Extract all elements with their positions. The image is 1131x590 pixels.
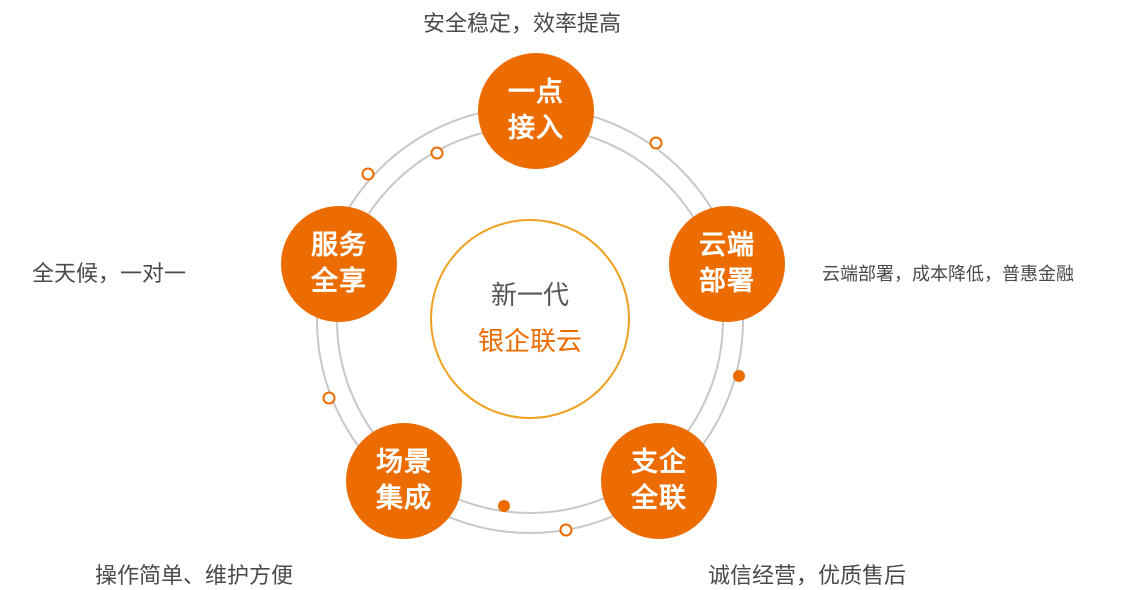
node-bottom-right-line2: 全联 xyxy=(631,483,687,514)
node-right: 云端 部署 xyxy=(669,206,785,322)
node-bottom-left-line2: 集成 xyxy=(376,483,432,514)
ring-dot-hollow xyxy=(322,391,336,405)
node-top-line2: 接入 xyxy=(508,113,564,144)
node-right-line1: 云端 xyxy=(699,230,755,261)
ring-dot-filled xyxy=(733,370,745,382)
center-title: 新一代 xyxy=(490,281,569,311)
ring-dot-hollow xyxy=(361,167,375,181)
ring-dot-hollow xyxy=(559,523,573,537)
caption-top: 安全稳定，效率提高 xyxy=(423,12,622,37)
ring-dot-hollow xyxy=(430,146,444,160)
node-bottom-right: 支企 全联 xyxy=(601,423,717,539)
node-bottom-right-line1: 支企 xyxy=(631,447,687,478)
caption-left: 全天候，一对一 xyxy=(32,262,187,287)
node-left-line2: 全享 xyxy=(311,266,367,297)
center-circle: 新一代 银企联云 xyxy=(430,219,630,419)
center-subtitle: 银企联云 xyxy=(477,327,582,357)
node-bottom-left: 场景 集成 xyxy=(346,423,462,539)
ring-dot-filled xyxy=(498,500,510,512)
node-left: 服务 全享 xyxy=(281,206,397,322)
node-right-line2: 部署 xyxy=(699,266,755,297)
caption-bottom-right: 诚信经营，优质售后 xyxy=(708,564,907,589)
caption-right: 云端部署，成本降低，普惠金融 xyxy=(822,264,1074,285)
node-left-line1: 服务 xyxy=(311,230,367,261)
ring-dot-hollow xyxy=(649,136,663,150)
caption-bottom-left: 操作简单、维护方便 xyxy=(95,564,294,589)
node-bottom-left-line1: 场景 xyxy=(376,447,432,478)
node-top: 一点 接入 xyxy=(478,53,594,169)
node-top-line1: 一点 xyxy=(508,77,564,108)
